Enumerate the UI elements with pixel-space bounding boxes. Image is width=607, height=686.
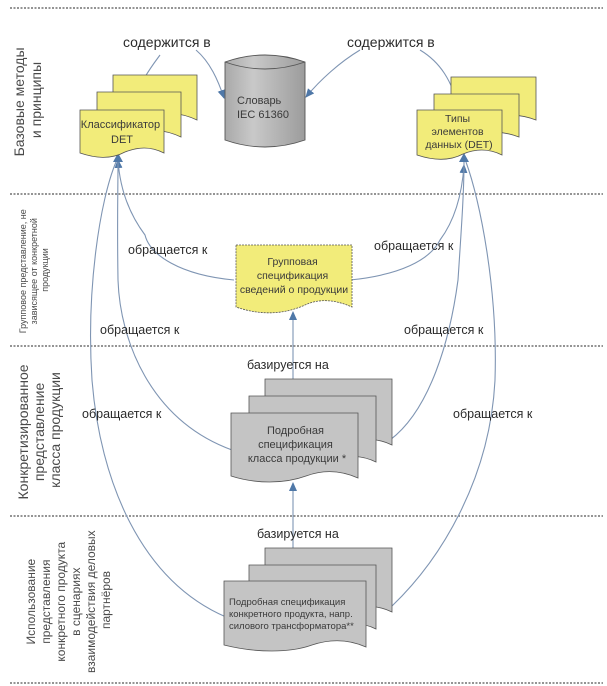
edge-label-based-on-1: базируется на	[247, 358, 329, 372]
edge-class-to-det	[389, 161, 465, 441]
node-text-line: Подробная спецификация	[229, 597, 345, 608]
band-label-3: Конкретизированное представление класса …	[15, 361, 63, 500]
svg-text:Базовые методы и принцип: Базовые методы и принципы	[11, 44, 44, 157]
band-label-line: Групповое представление, не	[18, 209, 28, 333]
band-label-line: Конкретизированное	[15, 364, 31, 499]
node-text-line: Типы	[445, 113, 470, 125]
edge-group-to-det	[349, 164, 468, 281]
svg-text:Словарь IEC 61360: Словарь IEC 61360	[237, 95, 289, 121]
node-text-line: Словарь	[237, 95, 282, 107]
node-text-line: DET	[111, 134, 133, 146]
node-text-line: сведений о продукции	[240, 284, 348, 296]
band-label-line: представления	[39, 560, 53, 644]
band-label-2: Групповое представление, не зависящее от…	[18, 207, 50, 334]
edge-contained-to-dictionary-left	[195, 49, 226, 99]
node-text-line: Классификатор	[81, 119, 160, 131]
arrowhead-classifier	[113, 153, 123, 162]
edge-product-to-det	[391, 161, 496, 607]
node-dictionary-iec61360[interactable]: Словарь IEC 61360	[224, 54, 306, 148]
edge-contained-to-dictionary-right	[305, 49, 361, 98]
edge-label-contained-left: содержится в	[123, 34, 211, 50]
node-class-spec[interactable]: Подробная спецификация класса продукции …	[230, 378, 393, 483]
node-text-line: конкретного продукта, напр.	[229, 609, 353, 620]
node-group-spec[interactable]: Групповая спецификация сведений о продук…	[235, 244, 353, 314]
node-product-spec[interactable]: Подробная спецификация конкретного проду…	[223, 547, 393, 652]
arrowhead-det-types	[459, 153, 469, 162]
band-label-line: конкретного продукта	[54, 541, 68, 661]
band-label-line: Базовые методы	[11, 47, 27, 156]
band-label-line: представление	[31, 383, 47, 482]
node-text-line: данных (DET)	[425, 139, 492, 151]
edge-label-refers-class-right: обращается к	[404, 323, 484, 337]
edge-label-refers-product-right: обращается к	[453, 407, 533, 421]
edge-label-based-on-2: базируется на	[257, 527, 339, 541]
edge-label-refers-group-right: обращается к	[374, 239, 454, 253]
cylinder-icon	[224, 54, 306, 148]
edge-group-to-classifier	[114, 159, 235, 281]
edge-labels: содержится в содержится в обращается к о…	[82, 34, 533, 541]
band-label-line: партнёров	[99, 571, 113, 629]
node-text-line: элементов	[432, 126, 484, 138]
edge-class-to-classifier	[117, 161, 233, 451]
edge-product-to-classifier	[90, 161, 227, 618]
svg-text:Подробная спецификация к: Подробная спецификация конкретного проду…	[229, 597, 355, 632]
band-label-line: продукции	[40, 248, 50, 292]
band-label-line: в сценариях	[69, 568, 83, 636]
svg-text:Конкретизированное предс: Конкретизированное представление класса …	[15, 361, 63, 500]
edge-label-refers-class-left: обращается к	[100, 323, 180, 337]
node-text-line: силового трансформатора**	[229, 621, 354, 632]
band-label-line: взаимодействия деловых	[84, 530, 98, 673]
band-label-4: Использование представления конкретного …	[24, 527, 113, 673]
node-classifier-det[interactable]: Классификатор DET	[79, 74, 198, 158]
svg-text:Использование представле: Использование представления конкретного …	[24, 527, 113, 673]
node-text-line: IEC 61360	[237, 109, 289, 121]
svg-text:Типы элементов дан: Типы элементов данных (DET)	[425, 113, 492, 151]
band-label-line: класса продукции	[47, 372, 63, 488]
band-dividers	[10, 7, 603, 684]
node-text-line: класса продукции *	[248, 453, 347, 465]
node-text-line: Подробная	[267, 425, 324, 437]
node-text-line: Групповая	[267, 256, 317, 268]
node-det-types[interactable]: Типы элементов данных (DET)	[416, 76, 537, 160]
band-label-line: и принципы	[28, 62, 44, 138]
edge-label-contained-right: содержится в	[347, 34, 435, 50]
band-label-1: Базовые методы и принципы	[11, 44, 44, 157]
edge-label-refers-product-left: обращается к	[82, 407, 162, 421]
svg-text:Подробная спецификация: Подробная спецификация класса продукции …	[248, 425, 347, 465]
svg-text:Классификатор DET: Классификатор DET	[81, 119, 163, 146]
svg-text:Групповое представление, не: Групповое представление, не зависящее от…	[18, 207, 50, 334]
edge-label-refers-group-left: обращается к	[128, 243, 208, 257]
node-text-line: спецификация	[257, 270, 328, 282]
node-text-line: спецификация	[258, 439, 333, 451]
band-label-line: зависящее от конкретной	[29, 218, 39, 324]
svg-text:Групповая спецификация: Групповая спецификация сведений о продук…	[240, 256, 348, 296]
band-label-line: Использование	[24, 558, 38, 644]
